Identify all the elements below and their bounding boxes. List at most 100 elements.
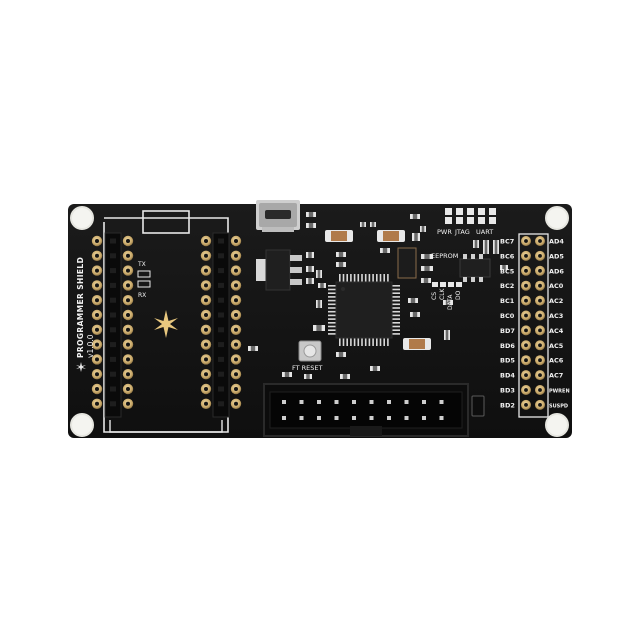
socket-hole bbox=[218, 401, 224, 407]
pad-hole bbox=[524, 313, 528, 318]
smd-body bbox=[284, 372, 290, 377]
pad-hole bbox=[204, 283, 208, 288]
crystal bbox=[397, 247, 417, 279]
pad-hole bbox=[524, 268, 528, 273]
socket-hole bbox=[218, 386, 224, 392]
chip-pin bbox=[392, 299, 400, 302]
socket-hole bbox=[110, 371, 116, 377]
chip-pin bbox=[392, 288, 400, 291]
header-pin bbox=[299, 416, 304, 420]
header-label-left: BD6 bbox=[500, 342, 515, 350]
header-pin bbox=[404, 416, 409, 420]
smd-body bbox=[372, 366, 378, 371]
chip-pin bbox=[376, 338, 378, 346]
header-label-right: AC0 bbox=[549, 282, 564, 290]
pad-hole bbox=[95, 357, 99, 362]
smd-body bbox=[421, 226, 425, 232]
pad-hole bbox=[204, 298, 208, 303]
pad-hole bbox=[95, 313, 99, 317]
pad-hole bbox=[538, 313, 542, 318]
smd-body bbox=[338, 262, 344, 267]
chip-pin bbox=[328, 288, 336, 291]
chip-pin bbox=[339, 338, 341, 346]
socket-hole bbox=[218, 356, 224, 362]
header-label-left: BC0 bbox=[500, 312, 515, 320]
pad-hole bbox=[524, 239, 528, 243]
pad-hole bbox=[95, 401, 99, 406]
smd-body bbox=[494, 248, 498, 254]
header-label-right: AD6 bbox=[549, 267, 564, 275]
header-pin bbox=[422, 416, 426, 420]
chip-pin bbox=[392, 314, 400, 317]
socket-hole bbox=[110, 327, 116, 333]
smd-body bbox=[414, 233, 418, 241]
pad-hole bbox=[204, 268, 208, 273]
pad-hole bbox=[234, 313, 238, 317]
pad-hole bbox=[234, 283, 238, 288]
smd-body bbox=[494, 240, 498, 248]
header-pin bbox=[317, 416, 321, 420]
header-label-right: AC2 bbox=[549, 297, 563, 305]
header-label-right: AC7 bbox=[549, 372, 563, 380]
main-chip bbox=[328, 274, 400, 346]
header-pin bbox=[334, 416, 339, 420]
socket-hole bbox=[110, 342, 116, 348]
chip-pin bbox=[328, 318, 336, 320]
pad-hole bbox=[95, 253, 99, 258]
pad-hole bbox=[204, 313, 208, 317]
smd-passives bbox=[248, 212, 508, 379]
pad-hole bbox=[126, 239, 130, 243]
smd-body bbox=[320, 283, 324, 288]
chip-pin bbox=[379, 274, 382, 282]
eeprom-pin-labels: CS CLK DATA DO bbox=[431, 287, 462, 310]
chip-pin bbox=[392, 307, 400, 309]
reset-button[interactable] bbox=[298, 340, 322, 362]
eeprom-pin-do: DO bbox=[455, 290, 462, 300]
header-label-left: BD3 bbox=[500, 387, 515, 395]
chip-pin bbox=[392, 303, 400, 306]
header-label-right: AC4 bbox=[549, 327, 564, 335]
mounting-hole-icon bbox=[545, 413, 569, 437]
pad-hole bbox=[524, 373, 528, 377]
pad-hole bbox=[524, 298, 528, 303]
pad-hole bbox=[234, 342, 238, 347]
chip-pin bbox=[372, 274, 374, 282]
pad-hole bbox=[95, 327, 99, 332]
smd-body bbox=[250, 346, 256, 351]
smd-body bbox=[371, 222, 375, 227]
header-label-right: AC6 bbox=[549, 357, 564, 365]
chip-pin bbox=[392, 296, 400, 298]
chip-pin bbox=[350, 274, 352, 282]
pad-hole bbox=[538, 239, 542, 243]
chip-pin bbox=[328, 296, 336, 298]
pad-hole bbox=[204, 342, 208, 347]
socket-headers bbox=[91, 232, 242, 418]
pad-hole bbox=[126, 372, 130, 377]
socket-hole bbox=[110, 268, 116, 274]
chip-pin bbox=[364, 338, 367, 346]
header-label-right: PWREN bbox=[549, 389, 570, 395]
mounting-holes bbox=[70, 206, 569, 437]
pad-hole bbox=[538, 388, 542, 392]
header-label-left: BC5 bbox=[500, 267, 515, 275]
board-name: PROGRAMMER SHIELD bbox=[76, 257, 85, 358]
chip-pin bbox=[328, 333, 336, 335]
pad-hole bbox=[204, 327, 208, 332]
eeprom-pin-cs: CS bbox=[431, 292, 438, 300]
tx-rx-leds: TX RX bbox=[137, 261, 151, 299]
pad-hole bbox=[95, 387, 99, 391]
pad-hole bbox=[538, 373, 542, 377]
sparkle-small-icon bbox=[76, 362, 86, 372]
voltage-regulator bbox=[256, 249, 302, 291]
chip-pin bbox=[368, 274, 371, 282]
header-label-right: AC5 bbox=[549, 342, 564, 350]
smd-body bbox=[484, 248, 488, 254]
pad-hole bbox=[95, 298, 99, 303]
chip-pin bbox=[392, 318, 400, 320]
reset-button-label: FT RESET bbox=[292, 364, 323, 372]
pad-hole bbox=[524, 254, 528, 258]
pad-hole bbox=[524, 388, 528, 392]
header-label-left: BC1 bbox=[500, 297, 515, 305]
